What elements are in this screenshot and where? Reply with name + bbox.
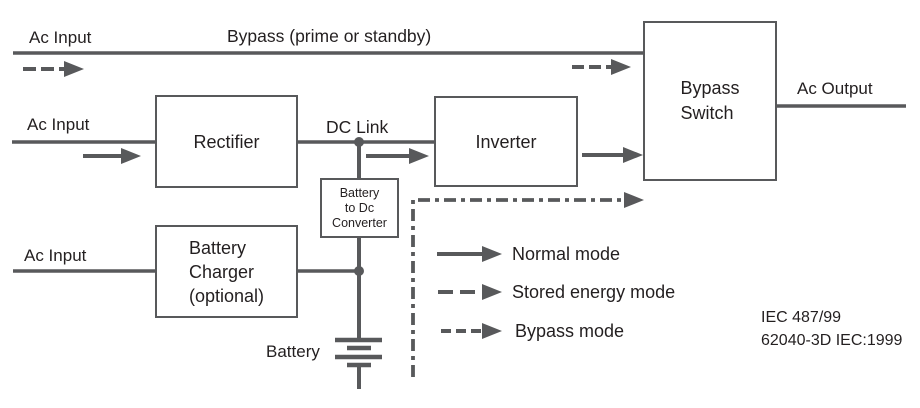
bypass-switch-block: Bypass Switch [643, 21, 777, 181]
battery-symbol-icon [335, 337, 382, 389]
rectifier-block: Rectifier [155, 95, 298, 188]
normal-mode-arrow-inverter-icon [582, 147, 643, 163]
battery-label: Battery [266, 342, 320, 361]
dc-link-label: DC Link [326, 117, 389, 137]
bypass-mode-arrow-left-icon [23, 61, 84, 77]
normal-mode-arrow-dclink-icon [366, 148, 429, 164]
inverter-block: Inverter [434, 96, 578, 187]
iec-reference-text: IEC 487/99 62040-3D IEC:1999 [761, 309, 903, 349]
bypass-path-label: Bypass (prime or standby) [227, 26, 432, 46]
battery-charger-block: Battery Charger (optional) [155, 225, 298, 318]
ac-input-bottom-label: Ac Input [24, 246, 87, 265]
legend-normal-mode-arrow-icon [437, 246, 502, 262]
rectifier-label: Rectifier [193, 131, 260, 152]
battery-to-dc-converter-block: Battery to Dc Converter [320, 178, 399, 238]
ac-output-label: Ac Output [797, 79, 873, 98]
battery-to-dc-converter-label: Battery to Dc Converter [332, 185, 387, 230]
inverter-label: Inverter [475, 131, 537, 152]
battery-charger-label: Battery Charger (optional) [188, 237, 265, 306]
ac-input-mid-label: Ac Input [27, 115, 90, 134]
legend-normal-mode-label: Normal mode [512, 244, 621, 264]
legend-bypass-mode-label: Bypass mode [515, 321, 625, 341]
ac-input-top-label: Ac Input [29, 28, 92, 47]
legend-bypass-mode-arrow-icon [441, 323, 502, 339]
bypass-mode-arrow-right-icon [572, 59, 631, 75]
legend-stored-energy-arrow-icon [438, 284, 502, 300]
bypass-switch-label: Bypass Switch [680, 78, 740, 123]
legend-stored-energy-label: Stored energy mode [512, 282, 676, 302]
stored-energy-path [411, 192, 644, 377]
normal-mode-arrow-input-icon [83, 148, 141, 164]
